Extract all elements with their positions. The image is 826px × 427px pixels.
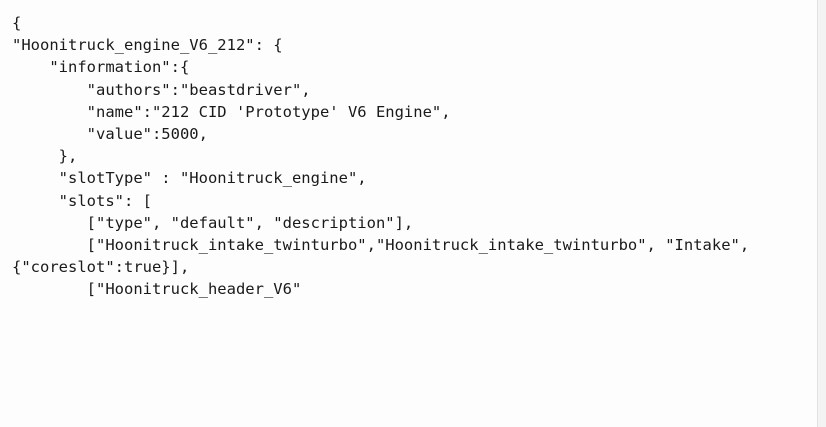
- code-line: "name":"212 CID 'Prototype' V6 Engine",: [12, 102, 451, 121]
- code-line: "authors":"beastdriver",: [12, 80, 311, 99]
- code-line: ["Hoonitruck_header_V6": [12, 280, 302, 299]
- code-line: "value":5000,: [12, 124, 208, 143]
- code-line: ["type", "default", "description"],: [12, 213, 414, 232]
- code-line: },: [12, 147, 78, 166]
- code-line: "slotType" : "Hoonitruck_engine",: [12, 169, 367, 188]
- code-line: "Hoonitruck_engine_V6_212": {: [12, 36, 283, 55]
- code-line: {"coreslot":true}],: [12, 258, 190, 277]
- code-line: "slots": [: [12, 191, 152, 210]
- code-line: ["Hoonitruck_intake_twinturbo","Hoonitru…: [12, 235, 750, 254]
- code-line: "information":{: [12, 58, 190, 77]
- vertical-scrollbar[interactable]: [817, 0, 826, 427]
- code-line: {: [12, 14, 22, 32]
- code-block: { "Hoonitruck_engine_V6_212": { "informat…: [12, 12, 749, 300]
